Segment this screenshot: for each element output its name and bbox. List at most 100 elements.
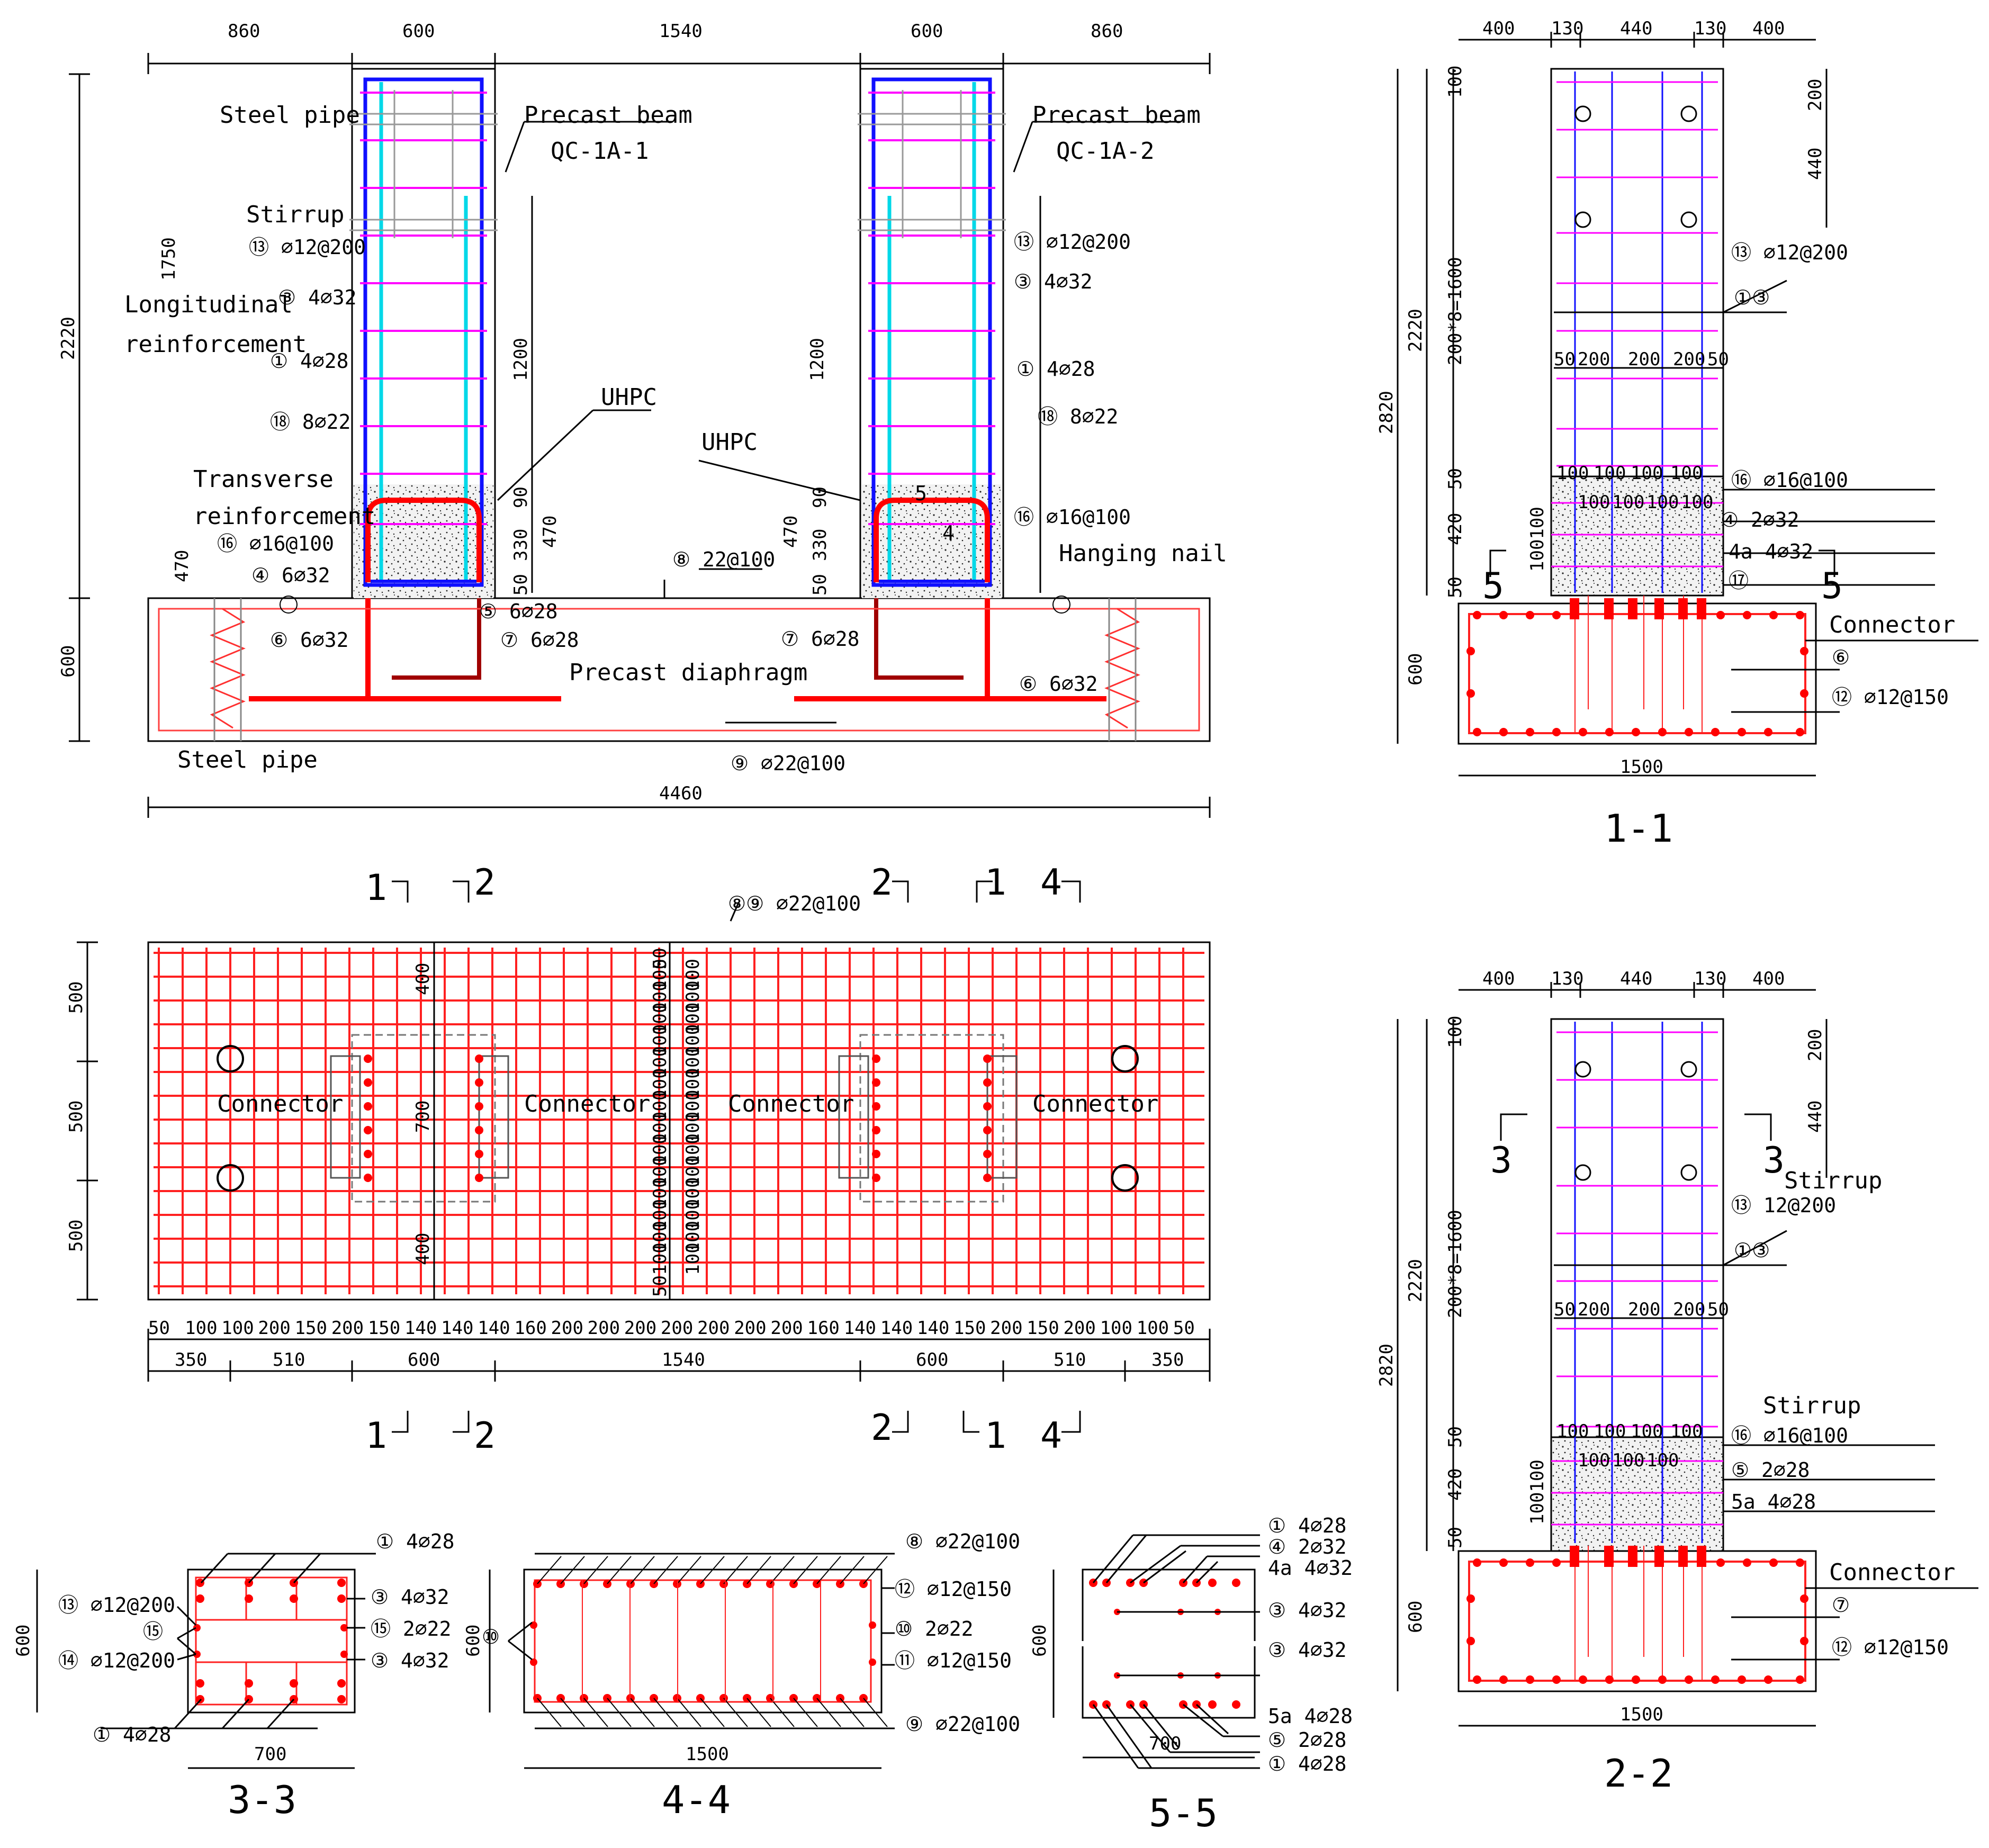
dim-470-left: 470 bbox=[172, 550, 193, 582]
leader bbox=[863, 1698, 888, 1727]
dim-1200-b: 1200 bbox=[807, 338, 828, 381]
plan-center-dim: 100 bbox=[650, 1046, 671, 1078]
s11-dim-200: 200 bbox=[1805, 79, 1826, 111]
plan-center-dim-right: 100 bbox=[682, 1068, 704, 1100]
plan-bottom-dim-fine: 140 bbox=[404, 1318, 437, 1339]
plan-mark-s1-bot-right: 1 bbox=[985, 1415, 1006, 1457]
callout-r18-left: ⑱ 8⌀22 bbox=[270, 410, 350, 434]
s11-dim-100-1: 100 bbox=[1556, 463, 1589, 484]
callout-r1-left: ① 4⌀28 bbox=[270, 349, 348, 373]
s44-dim-height: 600 bbox=[463, 1625, 484, 1657]
leader bbox=[607, 1556, 632, 1584]
plan-mark-s1-bot-left: 1 bbox=[365, 1415, 387, 1457]
plan-bottom-dim-fine: 50 bbox=[148, 1318, 170, 1339]
plan-mark-s2-bot-left: 2 bbox=[474, 1415, 496, 1457]
mark-4: 4 bbox=[942, 521, 955, 545]
callout-r6-right: ⑥ 6⌀32 bbox=[1019, 672, 1097, 696]
s11-callout-connector: Connector bbox=[1829, 611, 1955, 638]
plan-center-dim: 100 bbox=[650, 1199, 671, 1231]
s11-cut-mark-left: 5 bbox=[1482, 565, 1504, 607]
section-5-5 bbox=[1052, 1534, 1260, 1769]
leader bbox=[840, 1698, 865, 1727]
plan-center-dim-right: 100 bbox=[682, 1199, 704, 1231]
plan-center-dim: 100 bbox=[650, 1024, 671, 1057]
s44-callout-r10b: ⑩ 2⌀22 bbox=[895, 1617, 973, 1640]
plan-bottom-dim-coarse: 510 bbox=[1054, 1349, 1086, 1371]
s11-dim-440: 440 bbox=[1805, 148, 1826, 180]
plan-left-dim-1: 500 bbox=[66, 981, 87, 1014]
leader bbox=[793, 1698, 818, 1727]
plan-bottom-dim-fine: 200 bbox=[734, 1318, 766, 1339]
s11-callout-r13: ⑬ ⌀12@200 bbox=[1731, 241, 1848, 264]
callout-r3-right: ③ 4⌀32 bbox=[1014, 270, 1092, 293]
dim-330-b: 330 bbox=[809, 529, 831, 561]
s11-dim-top-1: 400 bbox=[1482, 18, 1515, 39]
s22-dim-top-4: 130 bbox=[1694, 968, 1726, 989]
section-4-4 bbox=[489, 1553, 895, 1769]
dim-470-a: 470 bbox=[539, 516, 561, 548]
plan-center-dim: 100 bbox=[650, 1155, 671, 1187]
label-transverse-2: reinforcement bbox=[193, 503, 375, 530]
s11-title: 1-1 bbox=[1604, 806, 1673, 851]
callout-r8: ⑧ 22@100 bbox=[672, 548, 775, 571]
connector-circle-2 bbox=[217, 1164, 244, 1192]
callout-r1-right: ① 4⌀28 bbox=[1016, 357, 1095, 381]
section-4-4-bars bbox=[530, 1556, 888, 1727]
s33-dim-width: 700 bbox=[254, 1744, 286, 1765]
s22-callout-r5a: 5a 4⌀28 bbox=[1731, 1490, 1816, 1513]
plan-bottom-dim-fine: 150 bbox=[953, 1318, 986, 1339]
leader bbox=[560, 1556, 585, 1584]
section-2-2-labels: 400 130 440 130 400 100 2220 2820 200*8=… bbox=[1376, 968, 1955, 1796]
dim-90-a: 90 bbox=[510, 486, 532, 508]
plan-mark-s4-bot: 4 bbox=[1040, 1415, 1062, 1457]
s22-callout-stirrup-mid: Stirrup bbox=[1763, 1392, 1861, 1419]
side-bar bbox=[869, 1621, 876, 1629]
s11-dim-50a: 50 bbox=[1445, 468, 1466, 490]
callout-r16-left: ⑯ ⌀16@100 bbox=[217, 532, 334, 555]
label-transverse-1: Transverse bbox=[193, 466, 334, 493]
plan-center-dim: 100 bbox=[650, 959, 671, 991]
mark-5: 5 bbox=[915, 482, 927, 505]
plan-inner-dim-400-bot: 400 bbox=[412, 1233, 434, 1265]
label-beam-code-1: QC-1A-1 bbox=[551, 138, 649, 165]
s22-dim-600: 600 bbox=[1405, 1601, 1426, 1633]
connector-label-3: Connector bbox=[728, 1090, 854, 1117]
s55-callout-r4: ④ 2⌀32 bbox=[1268, 1535, 1346, 1558]
plan-bottom-dim-coarse: 350 bbox=[175, 1349, 207, 1371]
s11-callout-r6: ⑥ bbox=[1832, 646, 1850, 669]
plan-bottom-dim-fine: 200 bbox=[331, 1318, 364, 1339]
plan-center-dim-right: 100 bbox=[682, 1155, 704, 1187]
side-bar bbox=[530, 1658, 537, 1666]
s11-callout-r1r3: ①③ bbox=[1734, 286, 1770, 309]
callout-r7-left: ⑦ 6⌀28 bbox=[500, 628, 579, 652]
s11-dim-mid-4: 200 bbox=[1673, 349, 1705, 370]
s22-dim-200x8: 200*8=1600 bbox=[1445, 1210, 1466, 1318]
precast-diaphragm bbox=[147, 597, 1211, 742]
label-stirrup: Stirrup bbox=[246, 201, 344, 228]
s44-callout-r8: ⑧ ⌀22@100 bbox=[905, 1530, 1020, 1553]
s11-dim-50b: 50 bbox=[1445, 576, 1466, 598]
leader bbox=[770, 1556, 795, 1584]
s55-callout-r4a: 4a 4⌀32 bbox=[1268, 1556, 1353, 1580]
label-precast-beam-1: Precast beam bbox=[524, 102, 692, 129]
s11-dim-mid-1: 50 bbox=[1554, 349, 1576, 370]
s22-dim-top-5: 400 bbox=[1752, 968, 1785, 989]
s22-dim-100x100: 100100 bbox=[1527, 1459, 1548, 1525]
plan-center-dim-right: 100 bbox=[682, 1221, 704, 1253]
leader bbox=[840, 1556, 865, 1584]
plan-mark-s2-top-left: 2 bbox=[474, 862, 496, 904]
plan-left-dim-2: 500 bbox=[66, 1101, 87, 1133]
s22-dim-50b: 50 bbox=[1445, 1527, 1466, 1548]
s22-dim-top-1: 400 bbox=[1482, 968, 1515, 989]
callout-r3-left: ③ 4⌀32 bbox=[278, 286, 356, 309]
plan-bottom-dim-fine: 140 bbox=[880, 1318, 913, 1339]
s22-dim-top-2: 130 bbox=[1551, 968, 1583, 989]
s22-dim-100: 100 bbox=[1445, 1016, 1466, 1048]
plan-mark-s2-bot-right: 2 bbox=[871, 1407, 893, 1449]
plan-bottom-dim-fine: 150 bbox=[295, 1318, 327, 1339]
plan-outline bbox=[147, 941, 1211, 1301]
leader bbox=[630, 1698, 655, 1727]
leader bbox=[537, 1698, 562, 1727]
s33-callout-r1-top: ① 4⌀28 bbox=[376, 1530, 454, 1553]
